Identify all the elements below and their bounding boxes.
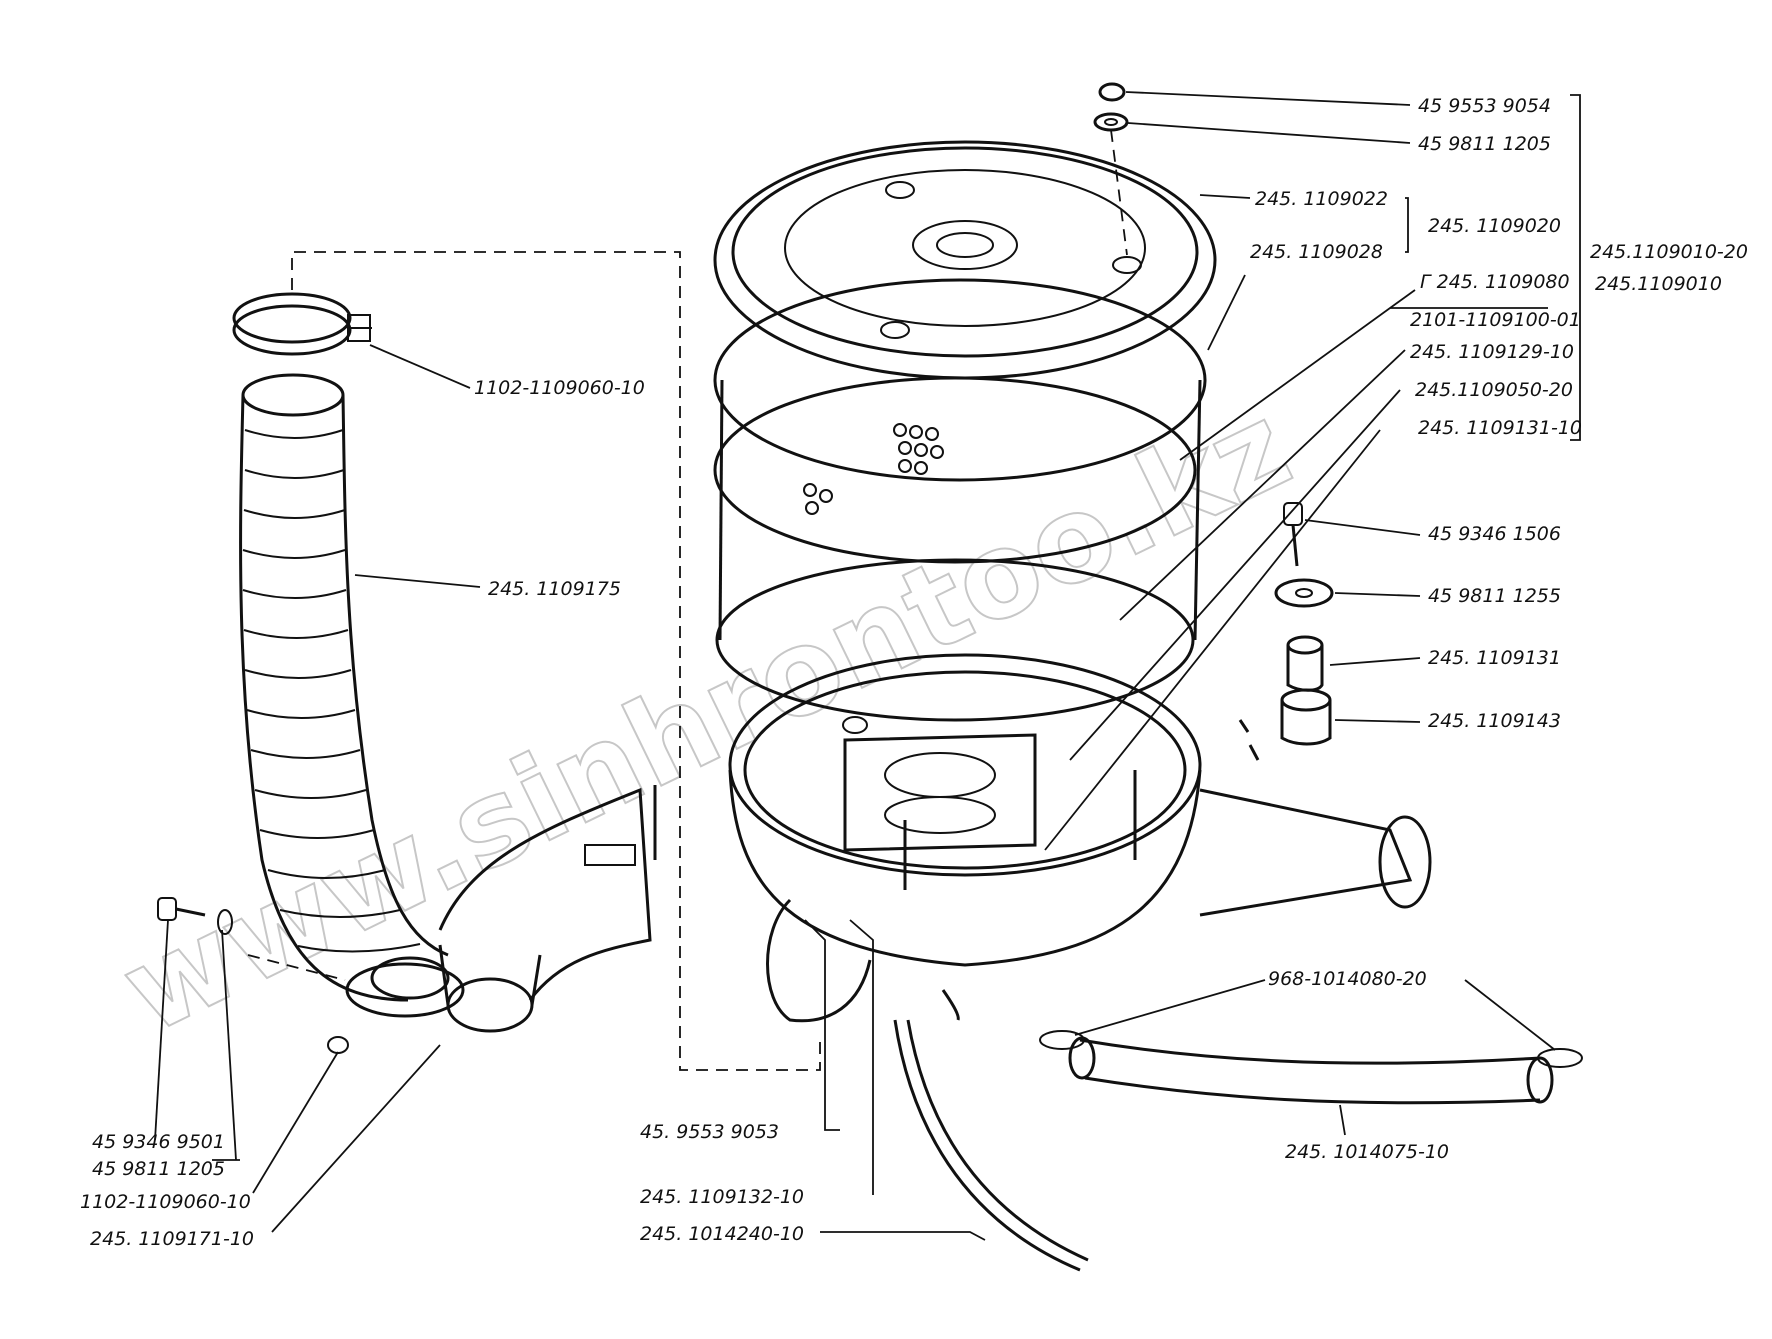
- label-air-filter-assembly-alt: 245.1109010: [1595, 273, 1722, 295]
- label-hose: 245. 1014075-10: [1285, 1141, 1449, 1163]
- watermark-text: www.sinhrontoo.kz: [102, 376, 1310, 1060]
- label-housing: 245.1109050-20: [1415, 379, 1573, 401]
- filter-element-drawing: [713, 278, 1207, 722]
- top-clamp-drawing: [232, 292, 372, 356]
- leader-lines: [154, 91, 1581, 1241]
- label-nut-top: 45 9553 9054: [1418, 95, 1551, 117]
- label-elbow: 245. 1109171-10: [90, 1228, 254, 1250]
- label-hose-intake: 245. 1109175: [488, 578, 621, 600]
- label-gasket-alt: 2101-1109100-01: [1410, 309, 1581, 331]
- filter-housing-drawing: [728, 653, 1432, 1023]
- label-washer-top: 45 9811 1205: [1418, 133, 1551, 155]
- left-bolt-drawing: [157, 897, 233, 935]
- label-bolt-left: 45 9346 9501: [92, 1131, 225, 1153]
- intake-hose-drawing: [239, 373, 450, 1002]
- label-filter-element: 245. 1109028: [1250, 241, 1383, 263]
- hose-drawing: [941, 989, 1583, 1105]
- label-air-filter-assembly: 245.1109010-20: [1590, 241, 1748, 263]
- label-washer-left: 45 9811 1205: [92, 1158, 225, 1180]
- label-cushion: 245. 1109143: [1428, 710, 1561, 732]
- label-tube: 245. 1014240-10: [640, 1223, 804, 1245]
- label-stud: 245. 1109129-10: [1410, 341, 1574, 363]
- label-clamp-bottom: 1102-1109060-10: [80, 1191, 251, 1213]
- label-washer-bracket: 45 9811 1255: [1428, 585, 1561, 607]
- label-bracket: 245. 1109131-10: [1418, 417, 1582, 439]
- label-nut-bottom: 45. 9553 9053: [640, 1121, 779, 1143]
- mount-parts-drawing: [1274, 502, 1334, 746]
- label-cover: 245. 1109022: [1255, 188, 1388, 210]
- assembly-dashed-lines: [247, 251, 821, 1071]
- label-stud-bottom: 245. 1109132-10: [640, 1186, 804, 1208]
- label-bushing: 245. 1109131: [1428, 647, 1561, 669]
- bottom-clamp-drawing: [327, 962, 465, 1054]
- elbow-drawing: [438, 785, 657, 1033]
- label-bolt: 45 9346 1506: [1428, 523, 1561, 545]
- top-nut-drawing: [1093, 82, 1129, 132]
- label-hose-clamp: 968-1014080-20: [1268, 968, 1427, 990]
- filter-cover-drawing: [713, 129, 1217, 380]
- drain-tube-drawing: [893, 1019, 1089, 1272]
- hose-corrugations: [242, 429, 421, 953]
- part-labels: 45 9553 9054 45 9811 1205 245. 1109022 2…: [80, 95, 1748, 1250]
- label-cover-assembly: 245. 1109020: [1428, 215, 1561, 237]
- label-gasket: Г 245. 1109080: [1420, 271, 1570, 293]
- label-clamp-top: 1102-1109060-10: [474, 377, 645, 399]
- mesh-holes: [803, 423, 944, 515]
